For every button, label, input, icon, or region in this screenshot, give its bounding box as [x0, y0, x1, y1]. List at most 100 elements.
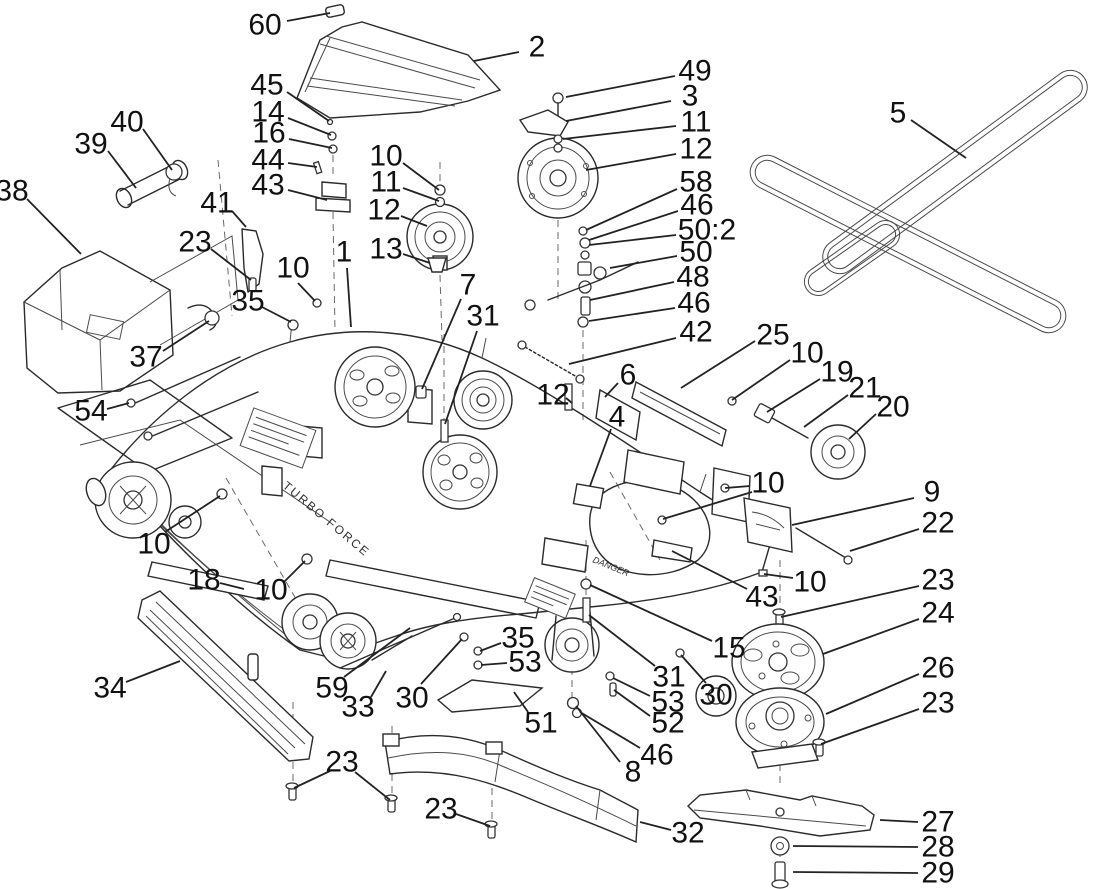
leader-line-24 [822, 618, 920, 655]
callout-35: 35 [501, 622, 534, 655]
leader-line-10 [297, 282, 316, 302]
leader-line-12 [565, 397, 573, 404]
callout-12: 12 [536, 379, 569, 412]
callout-6: 6 [620, 359, 637, 392]
callout-5: 5 [890, 97, 907, 130]
washer-part-28 [770, 836, 790, 856]
callout-10: 10 [790, 337, 823, 370]
leader-line-12 [585, 153, 677, 171]
leader-line-4 [589, 428, 612, 487]
striker-bar-part-34 [137, 590, 314, 762]
leader-line-22 [849, 528, 920, 552]
pulley-left [334, 346, 416, 428]
callout-50: 50 [679, 236, 712, 269]
leader-line-43 [287, 189, 328, 201]
leader-line-42 [568, 337, 677, 365]
callout-46: 46 [680, 189, 713, 222]
callout-48: 48 [676, 261, 709, 294]
bracket-part-25 [631, 380, 727, 448]
spindle-part-26 [735, 687, 825, 769]
leader-line-23 [354, 771, 391, 801]
leader-line-37 [162, 320, 210, 352]
hanger-bracket-column [312, 118, 447, 273]
twin-rollers [281, 593, 377, 670]
leader-line-53 [612, 677, 651, 697]
callout-23: 23 [921, 687, 954, 720]
leader-line-44 [287, 162, 318, 168]
bracket-part-6 [595, 388, 641, 442]
callout-1: 1 [336, 236, 353, 269]
striker-bar-group [137, 590, 462, 762]
leader-line-3 [565, 100, 672, 122]
callout-10: 10 [793, 566, 826, 599]
leader-line-10 [402, 162, 440, 191]
callout-9: 9 [924, 476, 941, 509]
pin-part-12 [564, 383, 573, 411]
callout-52: 52 [651, 707, 684, 740]
pin-part-59 [371, 635, 413, 661]
callout-42: 42 [679, 316, 712, 349]
callout-31: 31 [652, 661, 685, 694]
callout-2: 2 [529, 31, 546, 64]
drive-belt-part-5 [749, 69, 1088, 334]
bracket-part-41 [241, 228, 264, 293]
callout-45: 45 [250, 69, 283, 102]
plate-part-51 [436, 679, 544, 713]
callout-59: 59 [315, 672, 348, 705]
belt-cover-part-2 [296, 4, 502, 119]
callout-29: 29 [921, 857, 954, 889]
callout-23: 23 [178, 226, 211, 259]
callout-23: 23 [921, 564, 954, 597]
leader-line-39 [107, 150, 137, 189]
leader-line-46 [588, 307, 676, 322]
callout-33: 33 [341, 691, 374, 724]
callout-10: 10 [137, 528, 170, 561]
spindle-stack [657, 396, 875, 889]
leader-line-59 [343, 627, 411, 678]
rod-part-22 [795, 527, 847, 559]
callout-49: 49 [678, 55, 711, 88]
center-caster-group [147, 561, 685, 719]
leader-line-1 [346, 267, 352, 328]
callout-40: 40 [110, 106, 143, 139]
callout-4: 4 [609, 401, 626, 434]
misc-fasteners [415, 385, 449, 443]
leader-line-50 [609, 255, 678, 269]
callout-46: 46 [677, 287, 710, 320]
idler-pulley-center [453, 370, 513, 430]
callout-12: 12 [367, 194, 400, 227]
leader-line-30 [680, 654, 707, 684]
callout-41: 41 [200, 187, 233, 220]
leader-line-10 [662, 491, 753, 520]
callout-11: 11 [680, 106, 711, 139]
bracket-part-3 [518, 109, 569, 137]
pulley-part-24 [731, 623, 825, 701]
callout-23: 23 [424, 793, 457, 826]
callout-43: 43 [251, 169, 284, 202]
bracket-part-9 [743, 497, 793, 553]
leader-line-23 [293, 770, 331, 789]
leader-line-48 [589, 281, 675, 301]
leader-line-25 [680, 340, 756, 389]
callout-27: 27 [921, 806, 954, 839]
exploded-pulley-top-12 [517, 137, 599, 219]
skirt-part-32 [285, 733, 639, 844]
leader-line-34 [125, 660, 181, 683]
callout-24: 24 [921, 597, 954, 630]
callout-51: 51 [524, 707, 557, 740]
roller-part-39 [115, 159, 264, 293]
leader-line-19 [766, 378, 821, 413]
callout-50:2: 50:2 [678, 214, 736, 247]
leader-line-35 [479, 642, 502, 652]
axle-part-21 [771, 417, 809, 439]
callout-20: 20 [876, 391, 909, 424]
leader-line-46 [579, 711, 641, 749]
leader-line-52 [613, 689, 651, 717]
leader-line-23 [210, 248, 252, 281]
leader-line-38 [26, 198, 82, 255]
callout-18: 18 [187, 564, 220, 597]
callout-13: 13 [369, 233, 402, 266]
discharge-chute-part-38 [23, 235, 239, 394]
wheel-part-20 [810, 424, 866, 480]
